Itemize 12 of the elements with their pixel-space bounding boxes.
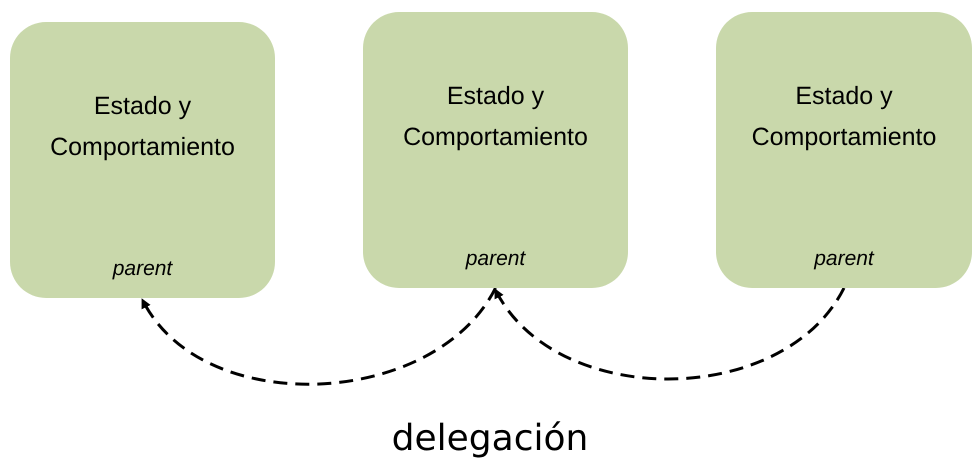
box-caption: parent (814, 246, 874, 272)
box-caption: parent (466, 246, 526, 272)
dashed-arrow (494, 287, 846, 380)
state-box (10, 22, 275, 298)
box-title: Estado y Comportamiento (750, 81, 938, 153)
state-box (363, 12, 628, 288)
box-caption: parent (112, 256, 172, 282)
state-box (716, 12, 972, 288)
box-title: Estado y Comportamiento (402, 81, 589, 153)
box-title: Estado y Comportamiento (49, 91, 236, 163)
caption-text: delegación (390, 417, 590, 461)
dashed-arrow (141, 287, 497, 386)
